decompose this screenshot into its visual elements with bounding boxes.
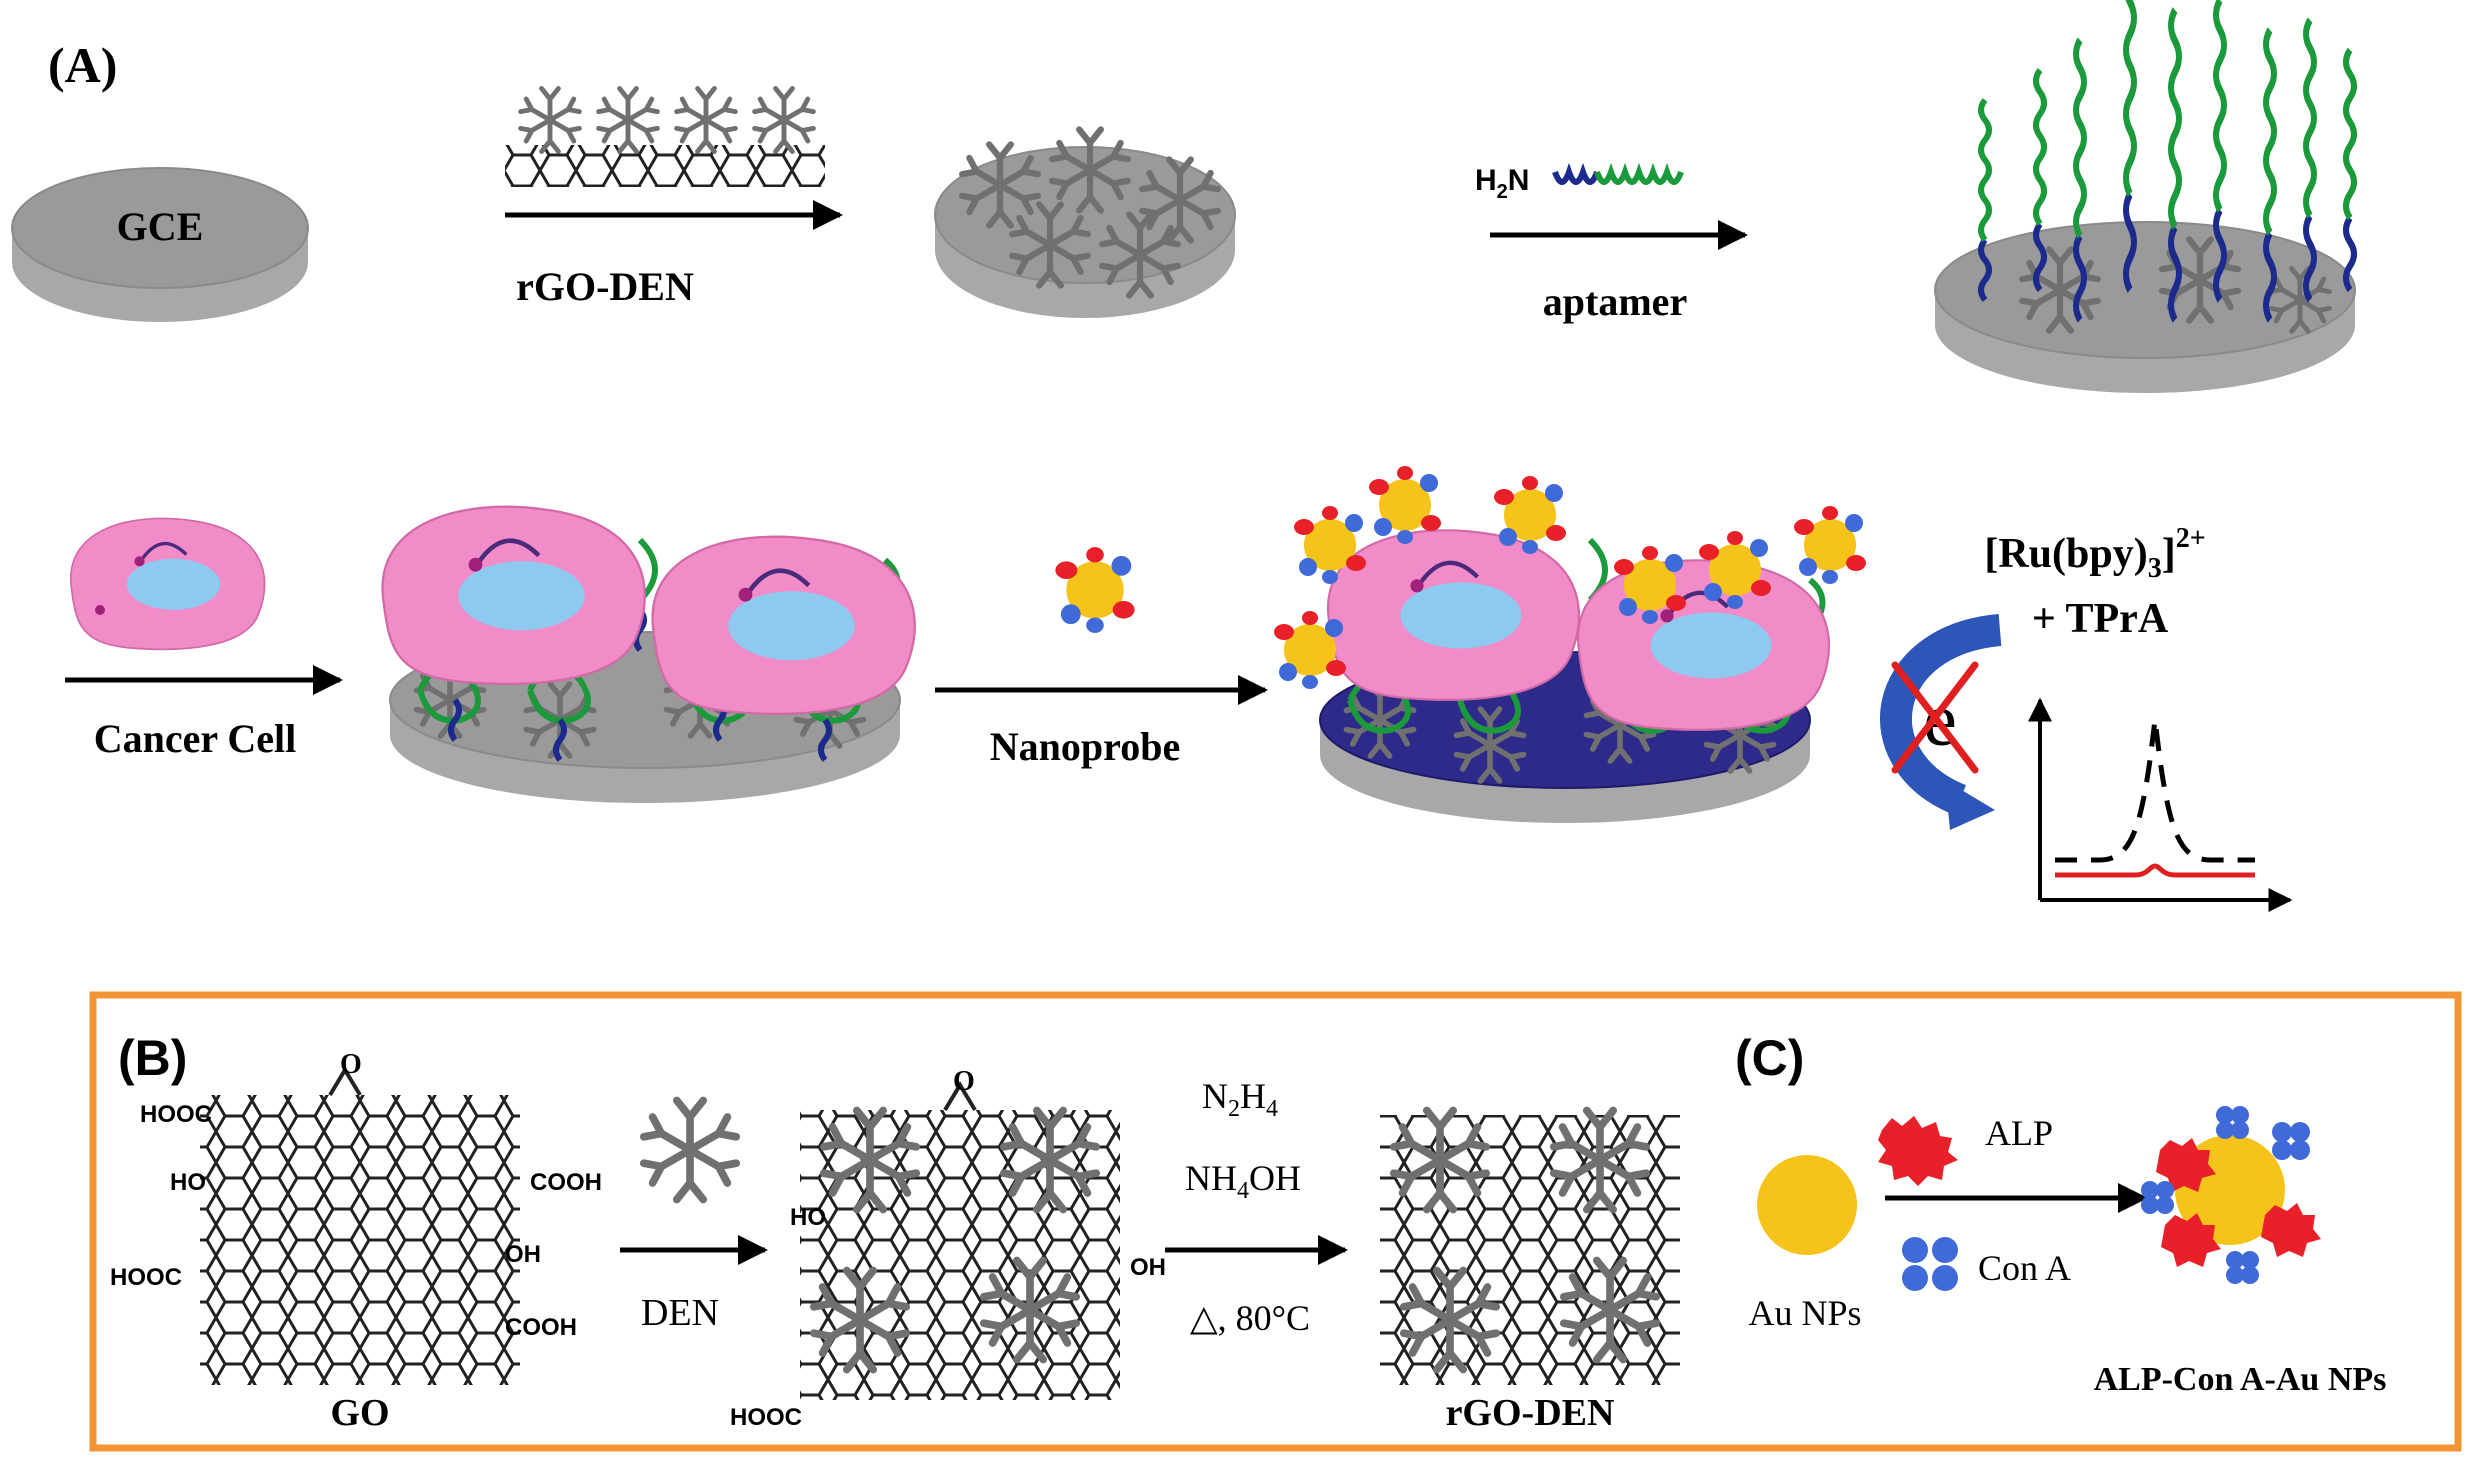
ecl-reagent-line1: [Ru(bpy)3]2+ xyxy=(1984,523,2205,584)
panel-b-label: (B) xyxy=(118,1030,187,1086)
panel-c-label: (C) xyxy=(1735,1030,1804,1086)
reagent-nh4oh: NH4OH xyxy=(1185,1158,1301,1204)
go-den-hooc: HOOC xyxy=(730,1404,802,1431)
cancer-cell-icon xyxy=(69,516,267,652)
go-hooc-top: HOOC xyxy=(140,1101,212,1128)
gce-electrode xyxy=(11,167,309,322)
gce-label: GCE xyxy=(117,204,204,249)
alp-cona-au-np-label: ALP-Con A-Au NPs xyxy=(2094,1361,2387,1398)
alp-icon xyxy=(1878,1116,1958,1186)
go-den-epoxy: O xyxy=(953,1066,975,1097)
go-cooh-bottom: COOH xyxy=(505,1314,577,1341)
nanoprobe-icon xyxy=(1055,547,1135,633)
go-label: GO xyxy=(330,1392,389,1434)
rgo-den-structure xyxy=(1380,1111,1680,1385)
step-rgo-den-label: rGO-DEN xyxy=(516,264,694,309)
blocked-cross-icon xyxy=(1891,661,1979,774)
electron-transfer-arrow xyxy=(1880,614,2002,830)
reduction-condition: △, 80°C xyxy=(1190,1298,1310,1338)
go-den-ho: HO xyxy=(790,1204,826,1231)
rgo-den-electrode xyxy=(934,130,1236,318)
go-epoxy-label: O xyxy=(340,1049,362,1080)
alp-label: ALP xyxy=(1985,1113,2053,1153)
go-oh: OH xyxy=(505,1241,541,1268)
panel-bc-frame xyxy=(89,991,2462,1452)
go-cooh-right: COOH xyxy=(530,1169,602,1196)
step-aptamer-label: aptamer xyxy=(1543,279,1687,324)
den-icon xyxy=(644,1101,736,1200)
ecl-signal-plot xyxy=(2028,697,2293,912)
rgo-den-label: rGO-DEN xyxy=(1446,1392,1615,1434)
h2n-prefix: H2N xyxy=(1475,164,1529,203)
reagent-n2h4: N2H4 xyxy=(1202,1076,1278,1122)
go-den-structure xyxy=(800,1081,1120,1400)
step-nanoprobe-label: Nanoprobe xyxy=(990,724,1180,769)
go-den-oh: OH xyxy=(1130,1254,1166,1281)
au-np-icon xyxy=(1757,1155,1857,1255)
cona-label: Con A xyxy=(1978,1248,2071,1288)
step-cancer-cell-label: Cancer Cell xyxy=(94,716,297,761)
den-label: DEN xyxy=(641,1292,719,1334)
ecl-reagent-line2: + TPrA xyxy=(2032,596,2169,642)
rgo-den-sheet-icon xyxy=(505,89,825,187)
go-ho: HO xyxy=(170,1169,206,1196)
panel-a-label: (A) xyxy=(48,37,117,93)
go-structure xyxy=(200,1066,520,1385)
sandwich-electrode xyxy=(1274,466,1866,823)
au-np-label: Au NPs xyxy=(1748,1293,1861,1333)
aptamer-electrode xyxy=(1934,0,2355,393)
go-hooc-bottom: HOOC xyxy=(110,1264,182,1291)
cona-icon xyxy=(1902,1237,1958,1291)
cell-captured-electrode xyxy=(383,507,915,803)
alp-cona-au-np-icon xyxy=(2141,1106,2321,1284)
aptamer-icon xyxy=(1552,162,1684,185)
